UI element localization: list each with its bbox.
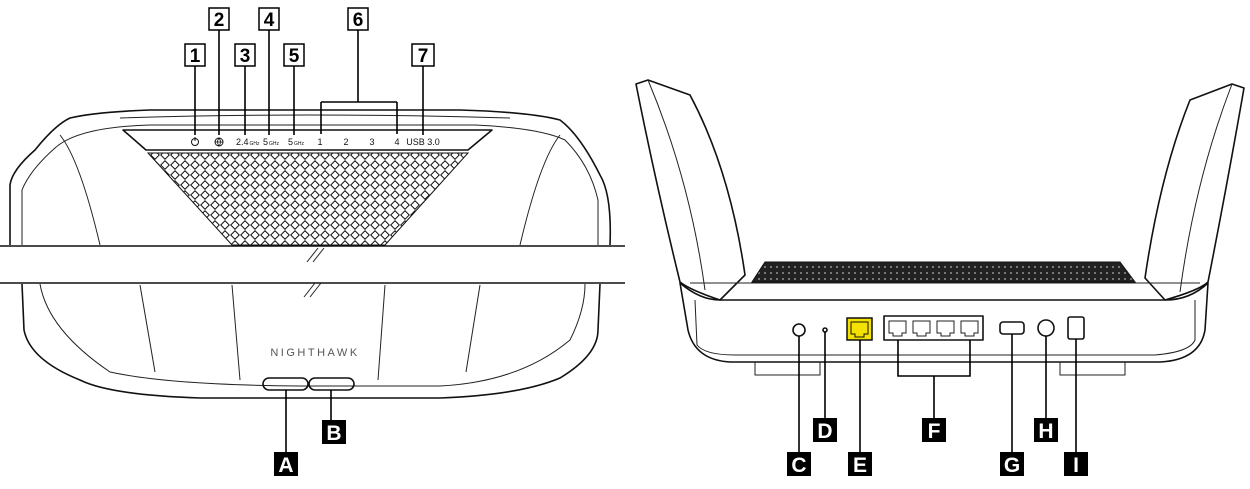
lan-port-4[interactable]: [960, 320, 979, 337]
callout-2: 2: [208, 7, 230, 31]
callout-D: D: [813, 418, 837, 443]
callout-7: 7: [411, 43, 435, 67]
svg-text:1: 1: [190, 46, 201, 67]
svg-text:B: B: [326, 422, 341, 445]
callout-F: F: [922, 418, 946, 443]
lan-ports[interactable]: [883, 315, 984, 341]
led-label-eth4: 4: [394, 137, 399, 147]
callout-6: 6: [347, 7, 369, 31]
svg-text:2: 2: [214, 10, 225, 31]
led-onoff-button[interactable]: [822, 327, 828, 333]
svg-text:4: 4: [264, 10, 275, 31]
svg-text:6: 6: [353, 10, 364, 31]
svg-text:5: 5: [289, 46, 300, 67]
reset-button[interactable]: [792, 323, 806, 337]
led-label-2-4ghz: 2.4GHz: [236, 137, 260, 147]
left-antenna: [635, 79, 746, 301]
led-label-5ghz-1: 5GHz: [263, 137, 280, 147]
svg-text:A: A: [278, 454, 293, 477]
callout-G: G: [1000, 452, 1024, 477]
led-label-eth2: 2: [343, 137, 348, 147]
svg-text:3: 3: [240, 46, 251, 67]
led-label-eth1: 1: [317, 137, 322, 147]
svg-text:H: H: [1038, 420, 1053, 443]
brand-logo: NIGHTHAWK: [270, 347, 359, 359]
svg-text:F: F: [928, 420, 941, 443]
power-icon: [191, 137, 199, 146]
callout-3: 3: [234, 43, 256, 67]
wps-button[interactable]: [308, 377, 355, 391]
power-switch[interactable]: [1067, 316, 1085, 340]
callout-I: I: [1064, 452, 1088, 477]
callout-H: H: [1034, 418, 1058, 443]
wifi-button[interactable]: [262, 377, 309, 391]
svg-text:C: C: [791, 454, 806, 477]
svg-text:I: I: [1073, 454, 1079, 477]
globe-icon: [214, 137, 224, 147]
usb-port[interactable]: [999, 321, 1025, 335]
top-vent: [751, 261, 1136, 283]
led-label-eth3: 3: [369, 137, 374, 147]
internet-port[interactable]: [846, 317, 873, 341]
front-view: NIGHTHAWK 2.4GHz 5GHz 5GHz 1 2 3 4 USB 3…: [0, 7, 625, 477]
front-bottom-body: [21, 283, 601, 399]
front-top-body: [9, 109, 612, 246]
lan-port-1[interactable]: [888, 320, 907, 337]
led-label-usb: USB 3.0: [406, 137, 440, 147]
svg-text:7: 7: [418, 46, 429, 67]
svg-text:E: E: [853, 454, 867, 477]
perforation-grille: [146, 152, 470, 246]
callout-5: 5: [283, 43, 305, 67]
back-body: [679, 282, 1209, 363]
lan-port-3[interactable]: [936, 320, 955, 337]
led-label-5ghz-2: 5GHz: [288, 137, 305, 147]
callout-E: E: [848, 452, 872, 477]
svg-text:G: G: [1004, 454, 1020, 477]
callout-A: A: [274, 452, 298, 477]
callout-4: 4: [258, 7, 280, 31]
power-connector[interactable]: [1037, 319, 1055, 337]
callout-B: B: [322, 420, 346, 445]
lan-port-2[interactable]: [912, 320, 931, 337]
callout-C: C: [787, 452, 811, 477]
led-labels: 2.4GHz 5GHz 5GHz 1 2 3 4 USB 3.0: [191, 137, 440, 147]
led-strip: [122, 129, 493, 151]
right-antenna: [1144, 83, 1245, 301]
svg-text:D: D: [817, 420, 832, 443]
back-view: C D E F G H I: [635, 79, 1245, 477]
callout-1: 1: [184, 43, 206, 67]
